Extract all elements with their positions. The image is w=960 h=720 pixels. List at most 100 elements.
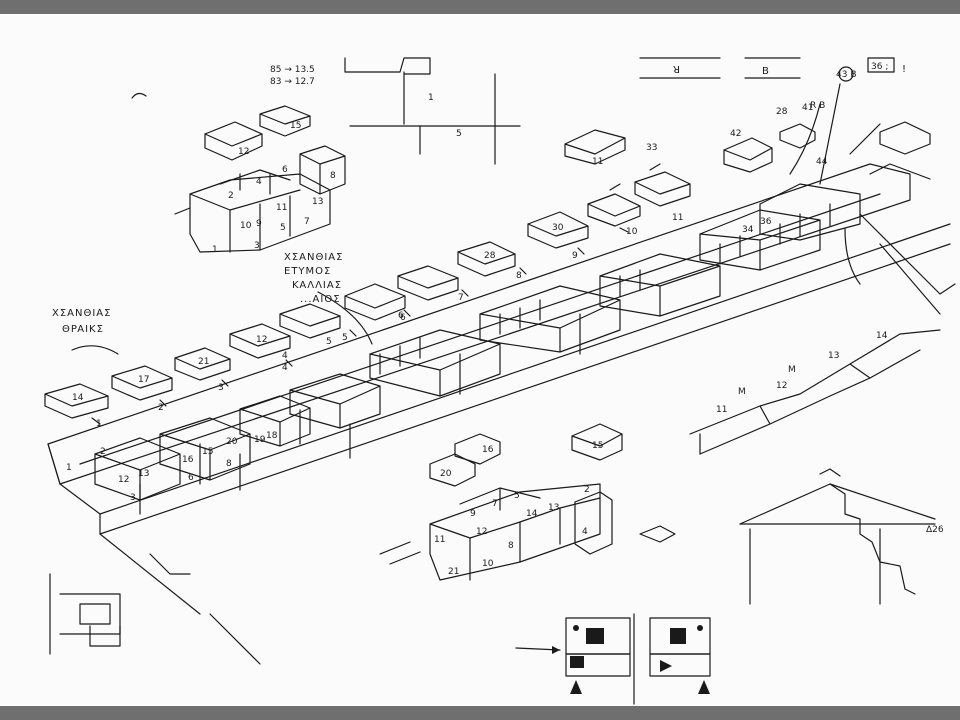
block-num: 4 (582, 527, 588, 537)
block-num: 44 (816, 157, 828, 167)
block-num: 4 (256, 177, 262, 187)
platform-numbers: 14 17 21 12 5 4 6 30 28 33 (72, 143, 657, 403)
annot-etymos: ETYMOΣ (284, 266, 331, 277)
east-numbers: 42 28 11 10 36 34 (592, 107, 788, 237)
block-num: 6 (398, 311, 404, 321)
block-num: 13 (548, 503, 559, 513)
small-arrows (91, 163, 661, 425)
block-num: 5 (514, 491, 520, 501)
block-num: 2 (158, 403, 164, 413)
front-row-numbers: 1 2 12 13 3 16 6 15 20 8 19 18 (66, 431, 278, 503)
isometric-sketch: 1 5 R B 36 ; ! 43 B R B 85 → 13.5 83 → 1… (44, 57, 956, 705)
block-num: 12 (476, 527, 487, 537)
block-num: 1 (212, 245, 218, 255)
misc-numbers: 1 2 3 4 5 6 7 8 9 11 41 44 (96, 103, 828, 429)
marker-b: B (762, 66, 770, 77)
svg-text:12: 12 (776, 381, 787, 391)
block-num: 4 (282, 363, 288, 373)
marker-r: R (672, 63, 680, 74)
block-num: 8 (330, 171, 336, 181)
block-num: 11 (672, 213, 683, 223)
annot-xsanthias-1: XΣANΘIAΣ (52, 308, 111, 319)
block-num: 6 (282, 165, 288, 175)
dimension-426: Δ26 (926, 525, 944, 535)
grid-markers: R B 36 ; ! 43 B R B (639, 57, 906, 111)
block-num: 4 (282, 351, 288, 361)
block-num: 11 (276, 203, 287, 213)
right-plan-lower: 11 12 13 14 M M (689, 329, 941, 455)
block-num: 34 (742, 225, 754, 235)
block-num: 15 (202, 447, 213, 457)
block-num: 11 (434, 535, 445, 545)
block-num: 14 (526, 509, 538, 519)
svg-text:M: M (738, 387, 746, 397)
block-num: 5 (342, 333, 348, 343)
elevation-sketch: Δ26 (739, 468, 944, 605)
west-block-cluster (174, 105, 346, 253)
central-lower-cluster (379, 423, 676, 581)
block-num: 3 (130, 493, 136, 503)
block-num: 2 (100, 447, 106, 457)
block-num: 16 (482, 445, 494, 455)
block-num: 2 (584, 485, 590, 495)
rb-mark: R B (810, 101, 825, 111)
block-num: 11 (592, 157, 603, 167)
annot-xsanthias-2: XΣANΘIAΣ (284, 252, 343, 263)
block-num: 12 (238, 147, 249, 157)
central-numbers: 16 20 15 11 12 7 5 14 13 2 4 21 10 8 9 (434, 441, 603, 577)
greek-annotations: XΣANΘIAΣ ΘPAIKΣ XΣANΘIAΣ ETYMOΣ KAΛΛIAΣ … (52, 252, 343, 335)
block-num: 13 (138, 469, 149, 479)
block-num: 1 (96, 419, 102, 429)
block-num: 20 (440, 469, 452, 479)
block-num: 16 (182, 455, 194, 465)
block-num: 7 (492, 499, 498, 509)
block-num: 10 (482, 559, 494, 569)
annot-aios: ...AIOΣ (300, 294, 341, 305)
main-structure (47, 163, 956, 665)
block-num: 9 (572, 251, 578, 261)
block-num: 36 (760, 217, 772, 227)
block-num: 8 (508, 541, 514, 551)
svg-text:13: 13 (828, 351, 839, 361)
block-num: 42 (730, 129, 741, 139)
block-num: 10 (626, 227, 638, 237)
block-num: 41 (802, 103, 813, 113)
note-83: 83 → 12.7 (270, 77, 315, 87)
svg-text:14: 14 (876, 331, 888, 341)
circled-43b: 43 B (836, 70, 857, 80)
block-num: 7 (304, 217, 310, 227)
building-detail (139, 203, 831, 515)
block-num: 15 (592, 441, 603, 451)
block-num: 28 (484, 251, 496, 261)
block-num: 21 (198, 357, 209, 367)
svg-text:5: 5 (456, 129, 462, 139)
block-num: 5 (326, 337, 332, 347)
bottom-detail-plans (515, 613, 711, 705)
block-num: 14 (72, 393, 84, 403)
block-num: 15 (290, 121, 301, 131)
block-num: 10 (240, 221, 252, 231)
block-num: 18 (266, 431, 278, 441)
top-left-notes: 85 → 13.5 83 → 12.7 (131, 65, 315, 99)
block-num: 20 (226, 437, 238, 447)
block-num: 2 (228, 191, 234, 201)
block-num: 6 (400, 313, 406, 323)
block-num: 3 (218, 383, 224, 393)
block-num: 9 (470, 509, 476, 519)
block-num: 19 (254, 435, 266, 445)
block-num: 30 (552, 223, 564, 233)
annot-thraiks: ΘPAIKΣ (62, 324, 104, 335)
block-num: 33 (646, 143, 657, 153)
block-num: 3 (254, 241, 260, 251)
block-num: 12 (256, 335, 267, 345)
block-num: 1 (66, 463, 72, 473)
box-36-label: 36 ; (871, 62, 888, 72)
block-num: 7 (458, 293, 464, 303)
svg-text:11: 11 (716, 405, 727, 415)
leader-lines (71, 83, 881, 355)
svg-text:M: M (788, 365, 796, 375)
front-blocks (94, 183, 861, 501)
annot-kallias: KAΛΛIAΣ (292, 280, 342, 291)
lower-left-sketch (49, 573, 121, 655)
floating-platforms (44, 121, 931, 419)
